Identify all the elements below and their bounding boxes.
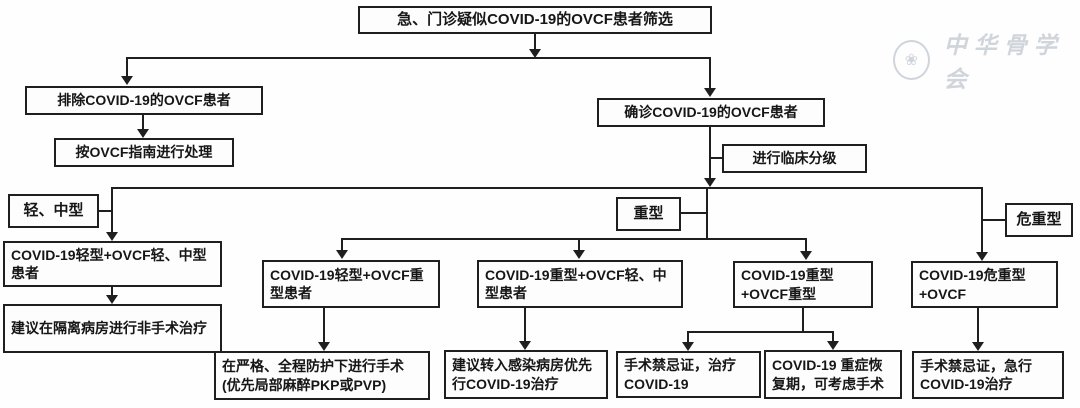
arrowhead <box>318 342 330 351</box>
node-covid-mild-ovcf-mild: COVID-19轻型+OVCF轻、中型患者 <box>3 241 222 287</box>
connector-segment <box>111 287 113 297</box>
connector-segment <box>323 308 325 344</box>
node-critical: 危重型 <box>1005 203 1073 237</box>
connector-segment <box>341 238 807 240</box>
connector-segment <box>341 238 343 252</box>
node-contraindicated-urgent: 手术禁忌证，急行COVID-19治疗 <box>912 351 1064 399</box>
node-excluded: 排除COVID-19的OVCF患者 <box>25 86 263 115</box>
arrowhead <box>336 250 348 259</box>
connector-segment <box>983 219 1005 221</box>
arrowhead <box>106 232 118 241</box>
arrowhead <box>972 342 984 351</box>
connector-segment <box>524 308 526 343</box>
arrowhead <box>827 341 839 350</box>
connector-segment <box>711 157 722 159</box>
node-mild-moderate: 轻、中型 <box>8 194 99 228</box>
arrowhead <box>519 341 531 350</box>
node-confirmed: 确诊COVID-19的OVCF患者 <box>597 98 825 127</box>
node-clinical-grading: 进行临床分级 <box>722 144 867 173</box>
connector-segment <box>126 57 711 59</box>
connector-segment <box>981 187 983 253</box>
node-protected-surgery: 在严格、全程防护下进行手术(优先局部麻醉PKP或PVP) <box>214 351 430 400</box>
arrowhead <box>704 88 716 97</box>
connector-segment <box>99 210 111 212</box>
connector-segment <box>681 212 706 214</box>
connector-segment <box>534 34 536 51</box>
arrowhead <box>573 250 585 259</box>
connector-segment <box>111 187 113 234</box>
node-covid-mild-ovcf-severe: COVID-19轻型+OVCF重型患者 <box>262 260 440 308</box>
node-infection-ward: 建议转入感染病房优先行COVID-19治疗 <box>444 350 608 399</box>
node-screening: 急、门诊疑似COVID-19的OVCF患者筛选 <box>358 6 712 34</box>
arrowhead <box>529 49 541 58</box>
arrowhead <box>137 129 149 138</box>
connector-segment <box>142 115 144 131</box>
arrowhead <box>106 295 118 304</box>
connector-segment <box>126 57 128 78</box>
connector-segment <box>805 238 807 253</box>
connector-segment <box>802 308 804 333</box>
arrowhead <box>682 342 694 351</box>
node-contraindicated-treat: 手术禁忌证，治疗COVID-19 <box>616 351 761 398</box>
society-seal-icon: ❀ <box>893 40 930 80</box>
connector-segment <box>706 187 708 239</box>
watermark-text: 中华骨学会 <box>943 32 1064 93</box>
arrowhead <box>121 76 133 85</box>
arrowhead <box>704 178 716 187</box>
node-guideline: 按OVCF指南进行处理 <box>54 138 234 167</box>
connector-segment <box>977 308 979 344</box>
node-covid-critical-ovcf: COVID-19危重型+OVCF <box>911 261 1058 308</box>
node-severe: 重型 <box>616 197 681 231</box>
arrowhead <box>976 252 988 261</box>
node-covid-severe-ovcf-severe: COVID-19重型+OVCF重型 <box>733 261 873 308</box>
connector-segment <box>111 187 983 189</box>
connector-segment <box>709 57 711 90</box>
watermark: ❀ 中华骨学会 <box>893 26 1080 94</box>
connector-segment <box>687 331 834 333</box>
node-recovery-consider-surgery: COVID-19 重症恢复期，可考虑手术 <box>764 350 902 399</box>
connector-segment <box>578 238 580 252</box>
node-covid-severe-ovcf-mild: COVID-19重型+OVCF轻、中型患者 <box>477 260 683 308</box>
node-isolation-nonsurgical: 建议在隔离病房进行非手术治疗 <box>3 304 222 353</box>
connector-segment <box>832 331 834 342</box>
arrowhead <box>800 251 812 260</box>
connector-segment <box>709 127 711 180</box>
connector-segment <box>687 331 689 343</box>
